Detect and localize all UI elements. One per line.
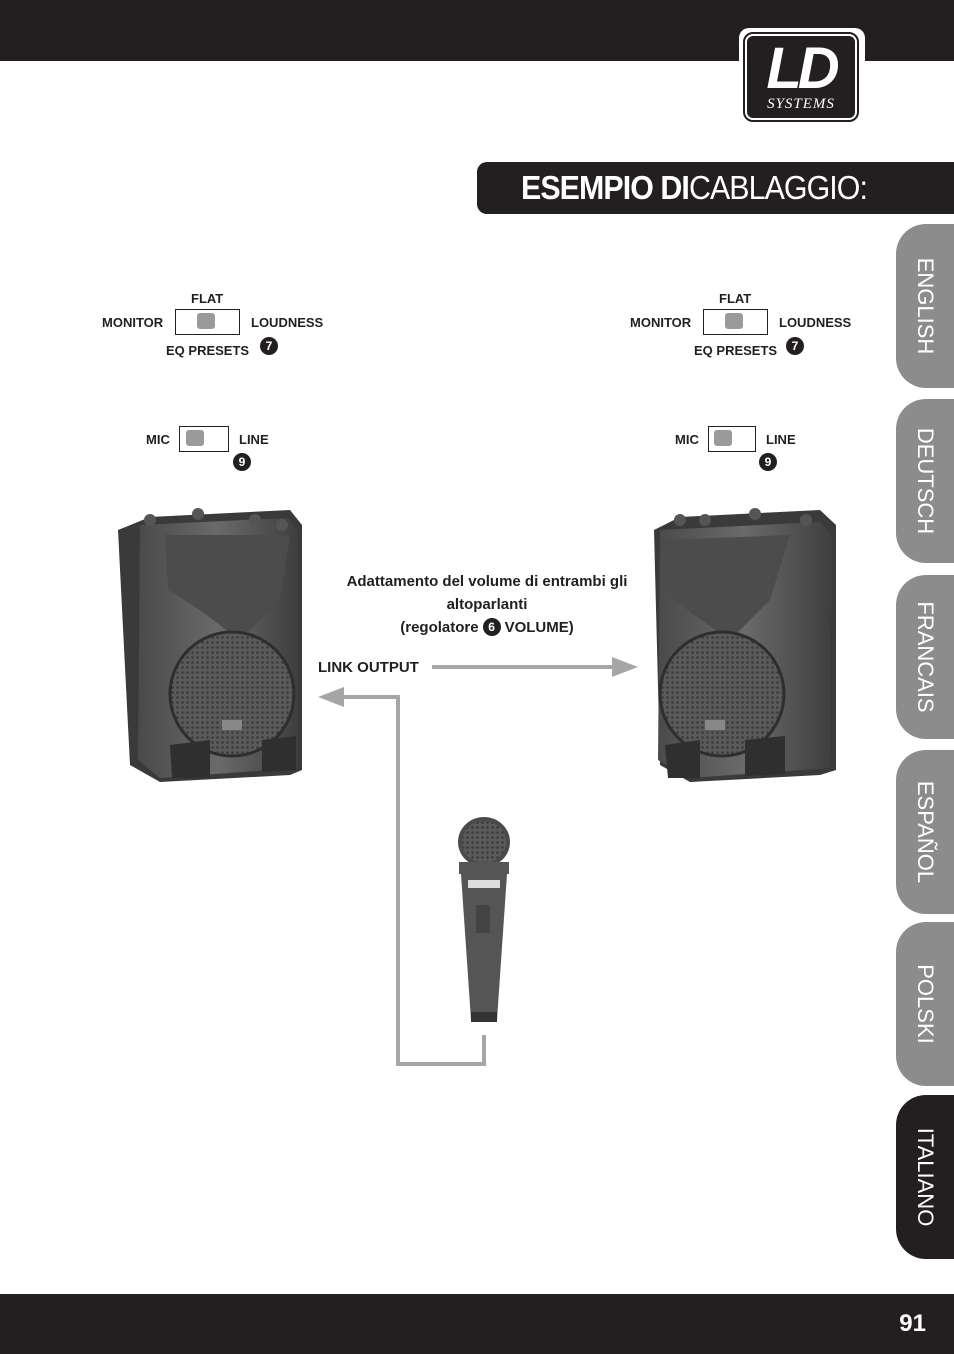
caption-line-1: Adattamento del volume di entrambi gli — [346, 573, 628, 590]
callout-badge: 7 — [786, 337, 804, 355]
volume-caption: Adattamento del volume di entrambi gli a… — [330, 570, 644, 639]
switch-knob — [197, 313, 215, 329]
section-title-bold: ESEMPIO DI — [521, 169, 690, 206]
switch-knob — [725, 313, 743, 329]
switch-knob — [186, 430, 204, 446]
mic-line-switch-left[interactable] — [179, 426, 229, 452]
caption-prefix: (regolatore — [400, 619, 479, 636]
callout-badge: 9 — [759, 453, 777, 471]
section-title: ESEMPIO DICABLAGGIO: — [521, 166, 868, 210]
speaker-right — [654, 508, 836, 782]
eq-flat-label-right: FLAT — [719, 291, 752, 306]
page-number: 91 — [899, 1310, 926, 1337]
tab-polski[interactable]: POLSKI — [896, 922, 954, 1086]
eq-presets-label-left: EQ PRESETS — [166, 343, 250, 358]
eq-preset-switch-left[interactable] — [175, 309, 240, 335]
caption-line-2: altoparlanti — [446, 596, 528, 613]
mic-line-switch-right[interactable] — [708, 426, 756, 452]
mic-cable — [318, 687, 486, 1066]
footer-bar — [0, 1294, 954, 1354]
logo-text: LD — [766, 36, 839, 101]
link-cable — [432, 657, 638, 677]
tab-espanol[interactable]: ESPAÑOL — [896, 750, 954, 914]
input-mic-label-right: MIC — [675, 432, 699, 447]
callout-badge: 7 — [260, 337, 278, 355]
eq-monitor-label-left: MONITOR — [102, 315, 164, 330]
tab-italiano[interactable]: ITALIANO — [896, 1095, 954, 1259]
eq-loudness-label-right: LOUDNESS — [779, 315, 852, 330]
link-output-label: LINK OUTPUT — [318, 659, 419, 676]
input-mic-label-left: MIC — [146, 432, 170, 447]
logo-subtext: SYSTEMS — [767, 96, 835, 112]
eq-loudness-label-left: LOUDNESS — [251, 315, 324, 330]
tab-english[interactable]: ENGLISH — [896, 224, 954, 388]
input-line-label-right: LINE — [766, 432, 796, 447]
eq-flat-label-left: FLAT — [191, 291, 224, 306]
eq-preset-switch-right[interactable] — [703, 309, 768, 335]
microphone — [458, 817, 510, 1022]
section-title-bar: ESEMPIO DICABLAGGIO: — [477, 162, 954, 214]
speaker-left — [118, 508, 302, 782]
input-line-label-left: LINE — [239, 432, 269, 447]
caption-suffix: VOLUME) — [504, 619, 574, 636]
eq-monitor-label-right: MONITOR — [630, 315, 692, 330]
callout-badge: 9 — [233, 453, 251, 471]
callout-badge: 6 — [482, 618, 501, 636]
eq-presets-label-right: EQ PRESETS — [694, 343, 778, 358]
tab-deutsch[interactable]: DEUTSCH — [896, 399, 954, 563]
ld-systems-logo: LD SYSTEMS — [739, 28, 865, 127]
tab-francais[interactable]: FRANCAIS — [896, 575, 954, 739]
switch-knob — [714, 430, 732, 446]
section-title-light: CABLAGGIO: — [688, 169, 868, 206]
